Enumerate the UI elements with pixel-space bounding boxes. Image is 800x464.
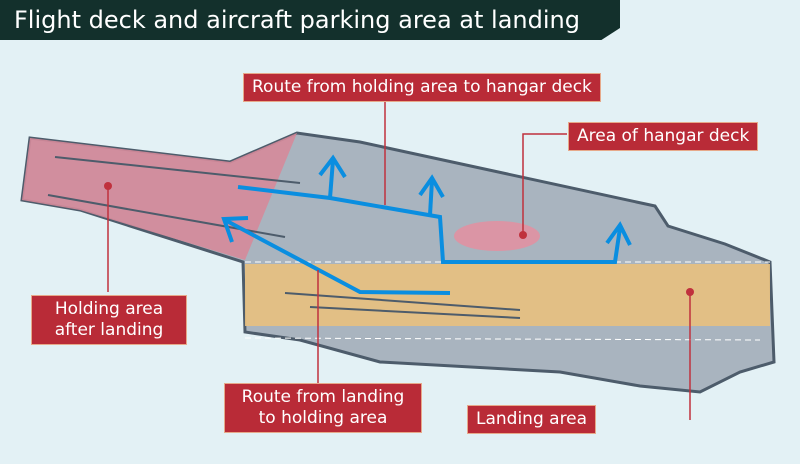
label-route-to-holding: Route from landing to holding area bbox=[224, 383, 422, 433]
route-arrow-2 bbox=[428, 179, 434, 216]
route-to-holding bbox=[224, 218, 451, 295]
label-landing-area: Landing area bbox=[467, 405, 597, 434]
label-holding-area: Holding area after landing bbox=[31, 295, 187, 345]
landing-area bbox=[245, 264, 770, 326]
route-to-hangar bbox=[237, 185, 622, 264]
label-hangar-area: Area of hangar deck bbox=[568, 122, 759, 151]
page-title: Flight deck and aircraft parking area at… bbox=[0, 0, 620, 40]
label-route-to-hangar: Route from holding area to hangar deck bbox=[243, 73, 601, 102]
route-arrow-1 bbox=[328, 159, 335, 199]
hangar-area-marker bbox=[454, 221, 540, 251]
